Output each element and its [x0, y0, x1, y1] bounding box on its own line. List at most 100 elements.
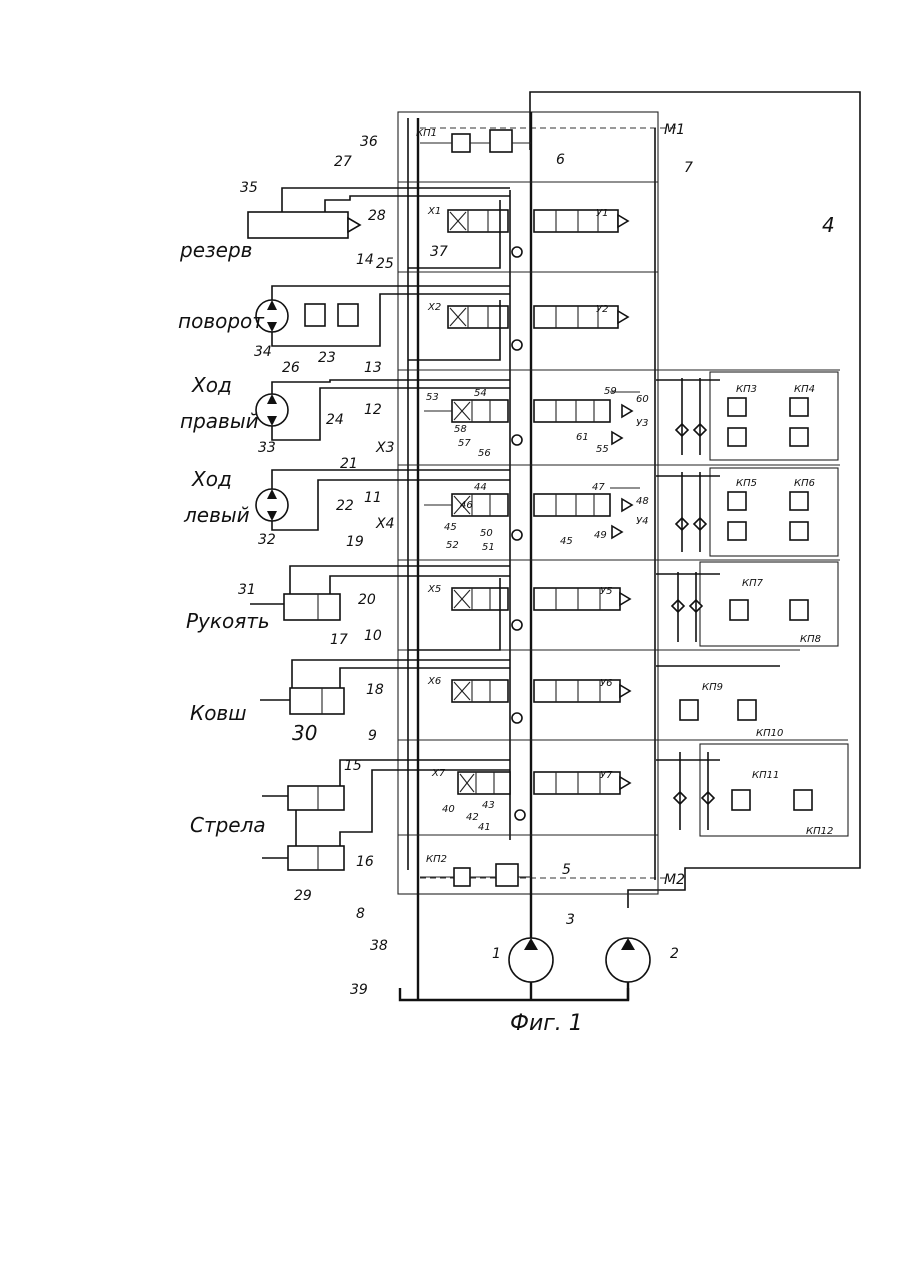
ref-30: 30: [292, 721, 317, 745]
kp6-label: КП6: [794, 478, 815, 489]
y7-label: У7: [600, 770, 613, 781]
ref-59: 59: [604, 386, 617, 397]
ref-20: 20: [358, 592, 376, 608]
ref-45b: 45: [560, 536, 573, 547]
x1-label: Х1: [427, 206, 441, 217]
kp3-label: КП3: [736, 384, 757, 395]
kp1-label: КП1: [416, 128, 437, 139]
ref-15: 15: [344, 758, 362, 774]
pump-1: [509, 938, 553, 1000]
label-right-travel-line1: Ход: [191, 373, 232, 397]
ref-31: 31: [238, 582, 256, 598]
kp7-label: КП7: [742, 578, 764, 589]
ref-55: 55: [596, 444, 609, 455]
ref-5: 5: [562, 862, 571, 878]
ref-36: 36: [360, 134, 378, 150]
m1-label: М1: [664, 122, 685, 138]
ref-27: 27: [334, 154, 352, 170]
x4-label: Х4: [375, 516, 395, 532]
x6-label: Х6: [427, 676, 441, 687]
ref-17: 17: [330, 632, 348, 648]
ref-21: 21: [340, 456, 358, 472]
ref-43: 43: [482, 800, 495, 811]
label-reserve: резерв: [179, 238, 252, 262]
ref-24: 24: [326, 412, 344, 428]
label-left-travel-line1: Ход: [191, 467, 232, 491]
ref-28: 28: [368, 208, 386, 224]
x7-label: Х7: [431, 768, 446, 779]
ref-22: 22: [336, 498, 354, 514]
x2-label: Х2: [427, 302, 441, 313]
ref-38: 38: [370, 938, 388, 954]
y2-label: У2: [596, 304, 608, 315]
kp10-label: КП10: [756, 728, 783, 739]
figure-caption: Фиг. 1: [510, 1011, 583, 1036]
kp4-label: КП4: [794, 384, 815, 395]
kp9-label: КП9: [702, 682, 723, 693]
ref-33: 33: [258, 440, 276, 456]
y4-label: У4: [636, 516, 648, 527]
ref-51: 51: [482, 542, 495, 553]
ref-29: 29: [294, 888, 312, 904]
kp8-label: КП8: [800, 634, 821, 645]
kp2-label: КП2: [426, 854, 447, 865]
ref-46: 46: [460, 500, 473, 511]
kp5-label: КП5: [736, 478, 757, 489]
ref-49: 49: [594, 530, 607, 541]
ref-54: 54: [474, 388, 487, 399]
ref-13: 13: [364, 360, 382, 376]
ref-23: 23: [318, 350, 336, 366]
ref-6: 6: [556, 152, 565, 168]
ref-56: 56: [478, 448, 491, 459]
ref-53: 53: [426, 392, 439, 403]
ref-58: 58: [454, 424, 467, 435]
tank-line-39: [400, 988, 628, 1000]
ref-4: 4: [822, 213, 835, 237]
ref-50: 50: [480, 528, 493, 539]
ref-7: 7: [684, 160, 693, 176]
ref-2: 2: [670, 946, 679, 962]
ref-57: 57: [458, 438, 471, 449]
ref-40: 40: [442, 804, 455, 815]
ref-26: 26: [282, 360, 300, 376]
ref-16: 16: [356, 854, 374, 870]
ref-10: 10: [364, 628, 382, 644]
ref-11: 11: [364, 490, 382, 506]
label-right-travel-line2: правый: [180, 409, 259, 433]
ref-47: 47: [592, 482, 605, 493]
label-left-travel-line2: левый: [183, 503, 250, 527]
kp12-label: КП12: [806, 826, 833, 837]
ref-12: 12: [364, 402, 382, 418]
ref-34: 34: [254, 344, 272, 360]
ref-1: 1: [492, 946, 501, 962]
ref-41: 41: [478, 822, 491, 833]
label-stick: Рукоять: [186, 609, 270, 633]
y5-label: У5: [600, 586, 612, 597]
ref-61: 61: [576, 432, 589, 443]
ref-44: 44: [474, 482, 487, 493]
x3-label: Х3: [375, 440, 395, 456]
ref-18: 18: [366, 682, 384, 698]
ref-42: 42: [466, 812, 479, 823]
x5-label: Х5: [427, 584, 441, 595]
kp11-label: КП11: [752, 770, 779, 781]
ref-14: 14: [356, 252, 374, 268]
label-boom: Стрела: [190, 813, 266, 837]
kp2-block: [420, 864, 531, 886]
y1-label: У1: [596, 208, 608, 219]
label-swing: поворот: [178, 309, 265, 333]
y6-label: У6: [600, 678, 612, 689]
ref-9: 9: [368, 728, 377, 744]
ref-3: 3: [566, 912, 575, 928]
ref-48: 48: [636, 496, 649, 507]
ref-60: 60: [636, 394, 649, 405]
ref-32: 32: [258, 532, 276, 548]
ref-52: 52: [446, 540, 459, 551]
y3-label: У3: [636, 418, 648, 429]
kp11-kp12-panel: [700, 744, 848, 836]
ref-37: 37: [430, 244, 448, 260]
ref-25: 25: [376, 256, 394, 272]
kp5-kp6-panel: [710, 468, 838, 556]
ref-8: 8: [356, 906, 365, 922]
